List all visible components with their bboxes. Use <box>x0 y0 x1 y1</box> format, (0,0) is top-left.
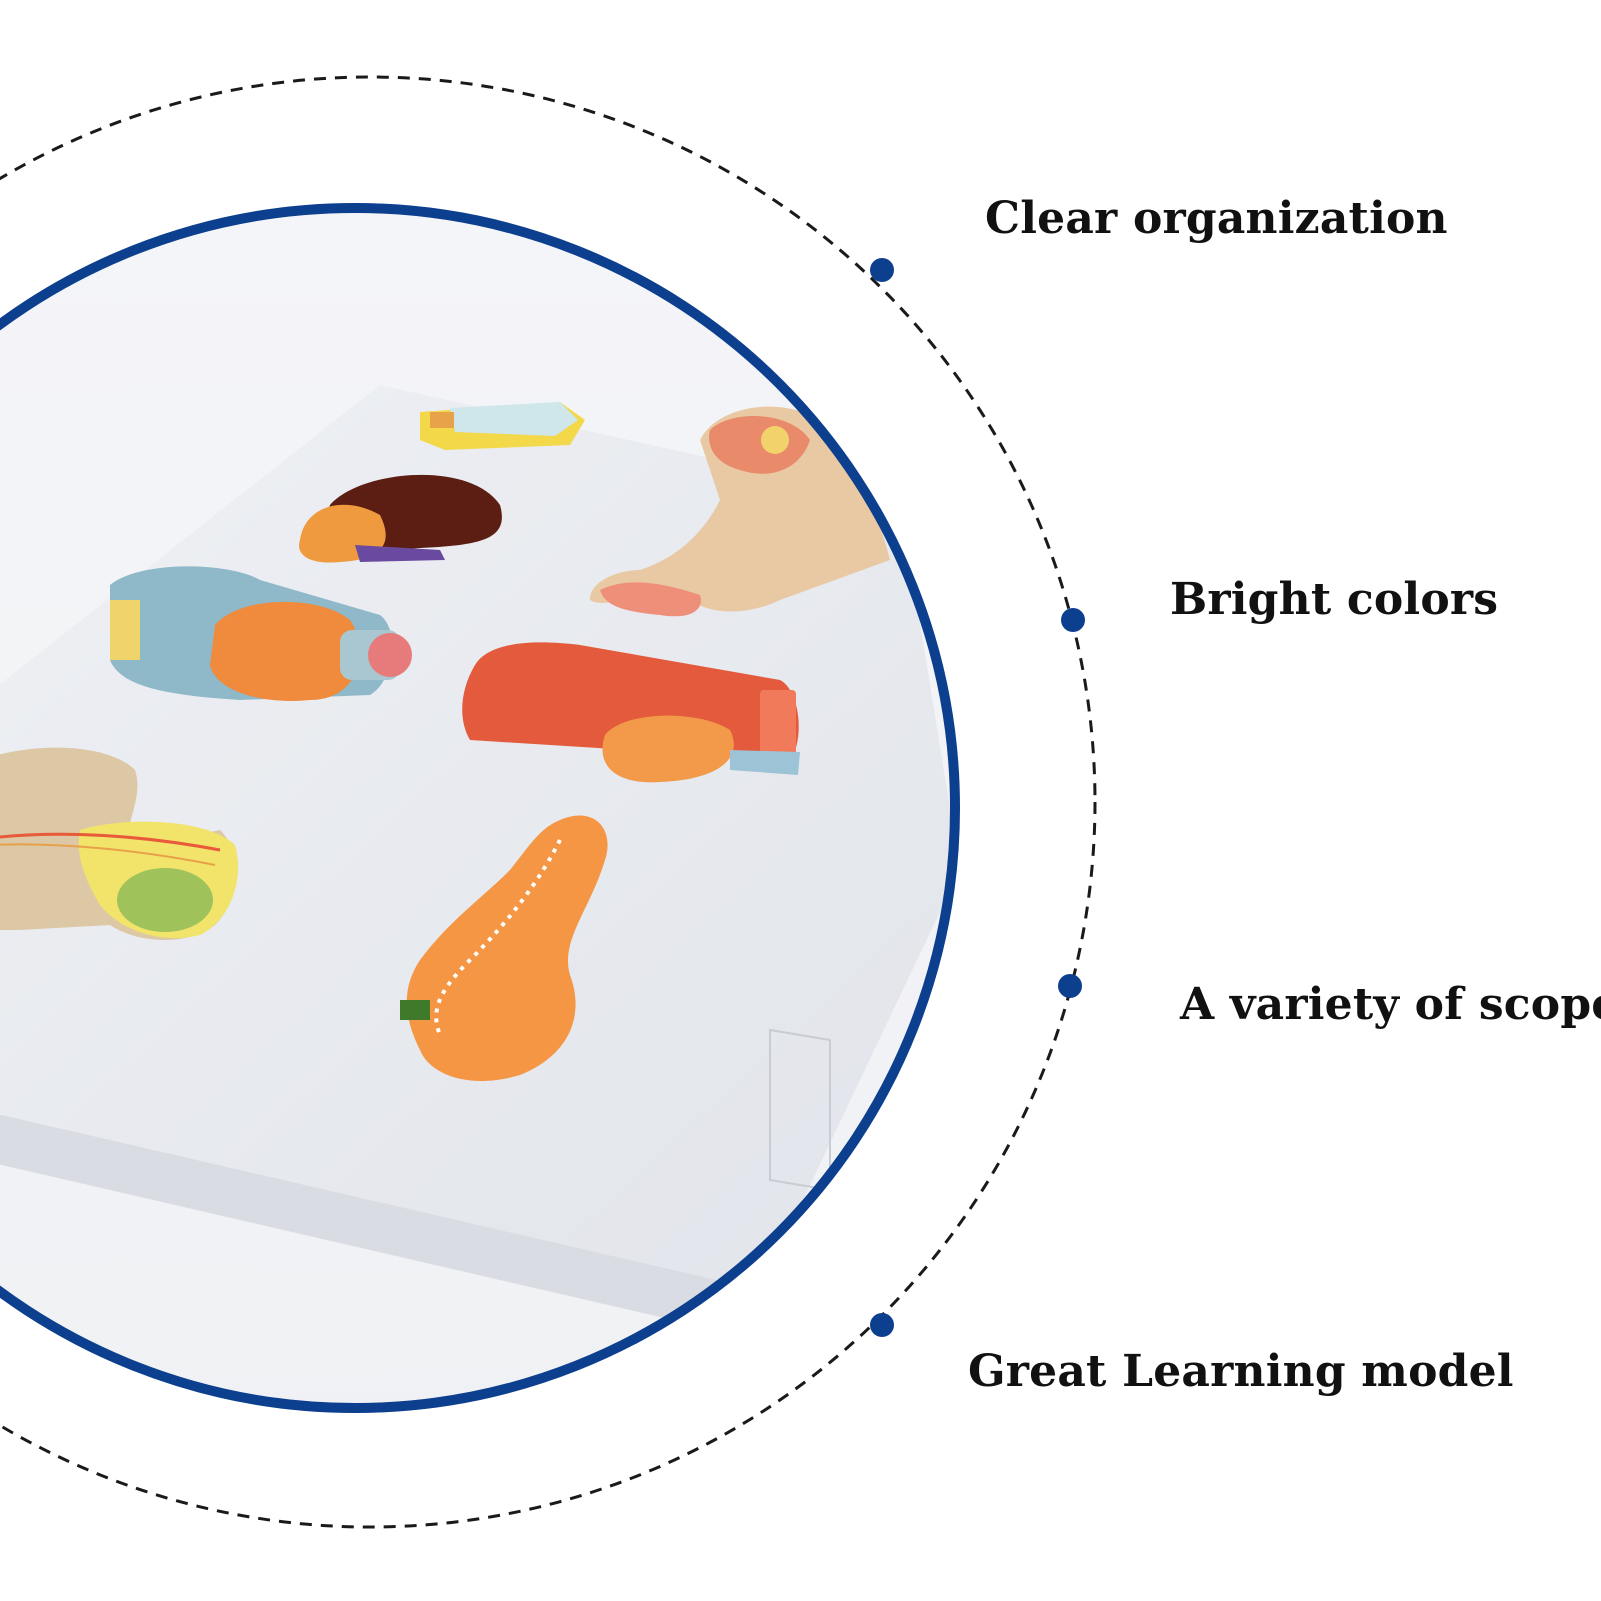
feature-label-great-learning-model: Great Learning model <box>968 1346 1514 1397</box>
organ-piece-thyroid <box>110 566 412 701</box>
dashed-outer-ring <box>0 75 1097 1529</box>
bullet-dot-4 <box>870 1313 894 1337</box>
organ-piece-kidney <box>299 474 502 563</box>
organ-piece-vessel <box>462 642 800 783</box>
bullet-dot-1 <box>870 258 894 282</box>
organ-piece-pituitary <box>0 747 239 940</box>
bullet-dot-3 <box>1058 974 1082 998</box>
anatomy-model-photo <box>0 208 955 1408</box>
feature-label-clear-organization: Clear organization <box>985 193 1448 244</box>
organ-piece-pancreas <box>400 815 608 1081</box>
bullet-dot-2 <box>1061 608 1085 632</box>
blue-accent-ring <box>0 203 960 1413</box>
organ-piece-top <box>420 402 585 450</box>
feature-label-variety-of-scope: A variety of scope <box>1180 979 1601 1030</box>
board-edge <box>0 1110 760 1340</box>
organ-piece-stomach <box>590 406 890 617</box>
feature-label-bright-colors: Bright colors <box>1170 574 1499 625</box>
